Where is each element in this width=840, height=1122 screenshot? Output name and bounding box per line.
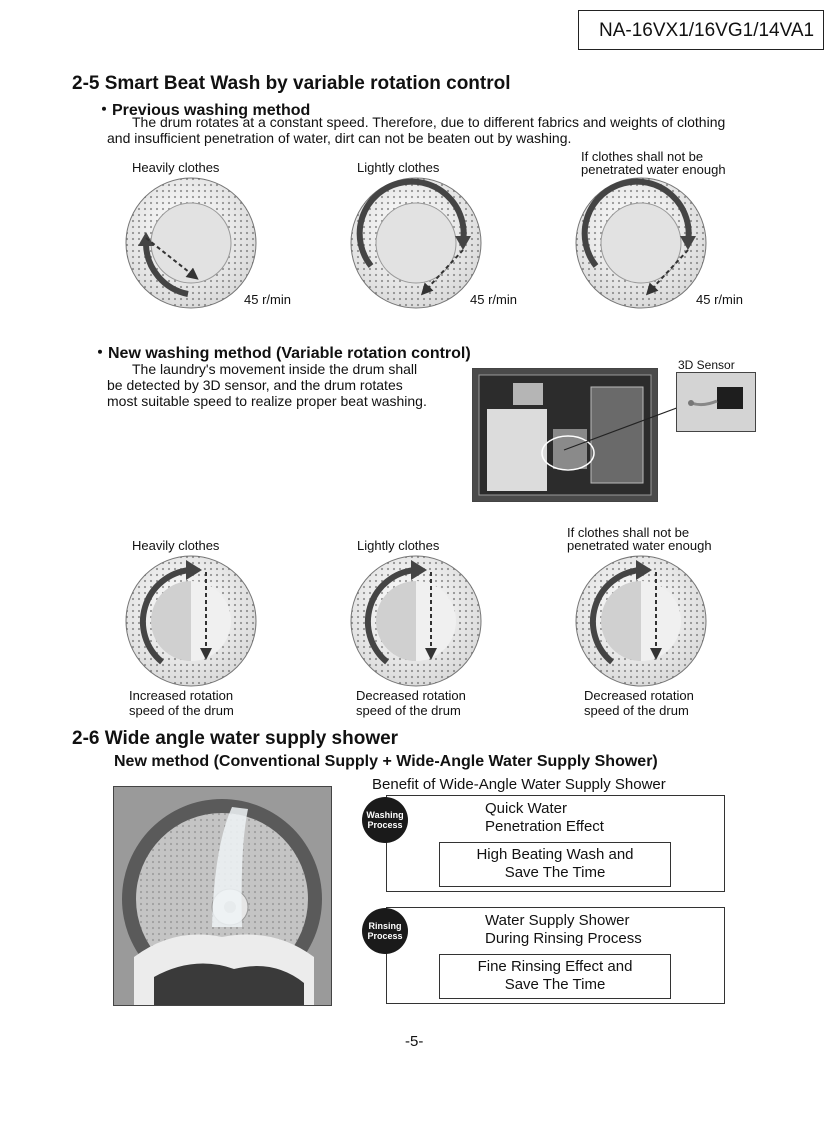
previous-method-heading: ・Previous washing method — [96, 102, 311, 119]
section-2-6-subtitle: New method (Conventional Supply + Wide-A… — [114, 753, 658, 770]
new-text-line3: most suitable speed to realize proper be… — [107, 393, 427, 409]
new-caption-water-2: speed of the drum — [584, 703, 689, 718]
model-number: NA-16VX1/16VG1/14VA1 — [599, 20, 815, 41]
new-label-light: Lightly clothes — [357, 538, 440, 553]
washing-effect-line1: Quick Water — [485, 800, 567, 817]
drum-shower-photo — [113, 786, 332, 1006]
prev-speed-light: 45 r/min — [470, 292, 517, 307]
washing-result-line2: Save The Time — [504, 864, 606, 881]
drum-diagram-prev-heavy — [125, 177, 257, 309]
new-method-heading: ・New washing method (Variable rotation c… — [92, 345, 471, 362]
rinsing-result-line1: Fine Rinsing Effect and — [477, 958, 633, 975]
new-text-line1: The laundry's movement inside the drum s… — [132, 361, 418, 377]
washing-effect-line2: Penetration Effect — [485, 818, 604, 835]
sensor-pointer-line — [563, 405, 683, 451]
new-caption-heavy-2: speed of the drum — [129, 703, 234, 718]
new-text-line2: be detected by 3D sensor, and the drum r… — [107, 377, 403, 393]
new-caption-light-1: Decreased rotation — [356, 688, 466, 703]
washing-result-line1: High Beating Wash and — [476, 846, 634, 863]
rinsing-effect-line1: Water Supply Shower — [485, 912, 630, 929]
new-label-water-1: If clothes shall not be — [567, 525, 690, 540]
washing-result-box: High Beating Wash and Save The Time — [439, 842, 671, 887]
prev-label-heavy: Heavily clothes — [132, 160, 220, 175]
previous-text-line2: and insufficient penetration of water, d… — [107, 130, 572, 146]
drum-diagram-prev-light — [350, 177, 482, 309]
new-caption-water-1: Decreased rotation — [584, 688, 694, 703]
prev-speed-heavy: 45 r/min — [244, 292, 291, 307]
rinsing-result-line2: Save The Time — [504, 976, 606, 993]
rinsing-process-badge: Rinsing Process — [362, 908, 408, 954]
drum-diagram-new-light — [350, 555, 482, 687]
rinsing-badge-line1: Rinsing — [368, 921, 402, 931]
3d-sensor-photo — [676, 372, 756, 432]
section-2-6-title: 2-6 Wide angle water supply shower — [72, 728, 399, 749]
washing-badge-line1: Washing — [366, 810, 404, 820]
previous-text-line1: The drum rotates at a constant speed. Th… — [132, 114, 726, 130]
new-label-water-2: penetrated water enough — [567, 538, 712, 553]
rinsing-effect-line2: During Rinsing Process — [485, 930, 642, 947]
prev-speed-water: 45 r/min — [696, 292, 743, 307]
section-2-5-title: 2-5 Smart Beat Wash by variable rotation… — [72, 73, 511, 94]
page-number: -5- — [405, 1033, 424, 1050]
new-caption-light-2: speed of the drum — [356, 703, 461, 718]
washing-badge-line2: Process — [367, 820, 403, 830]
prev-label-light: Lightly clothes — [357, 160, 440, 175]
machine-interior-photo — [472, 368, 658, 502]
prev-label-water-2: penetrated water enough — [581, 162, 726, 177]
washing-process-badge: Washing Process — [362, 797, 408, 843]
model-number-box: NA-16VX1/16VG1/14VA1 — [578, 10, 824, 50]
rinsing-result-box: Fine Rinsing Effect and Save The Time — [439, 954, 671, 999]
drum-diagram-prev-water — [575, 177, 707, 309]
rinsing-badge-line2: Process — [367, 931, 403, 941]
new-label-heavy: Heavily clothes — [132, 538, 220, 553]
drum-diagram-new-water — [575, 555, 707, 687]
drum-diagram-new-heavy — [125, 555, 257, 687]
benefit-title: Benefit of Wide-Angle Water Supply Showe… — [372, 776, 666, 793]
3d-sensor-label: 3D Sensor — [678, 358, 735, 372]
prev-label-water-1: If clothes shall not be — [581, 149, 704, 164]
new-caption-heavy-1: Increased rotation — [129, 688, 234, 703]
